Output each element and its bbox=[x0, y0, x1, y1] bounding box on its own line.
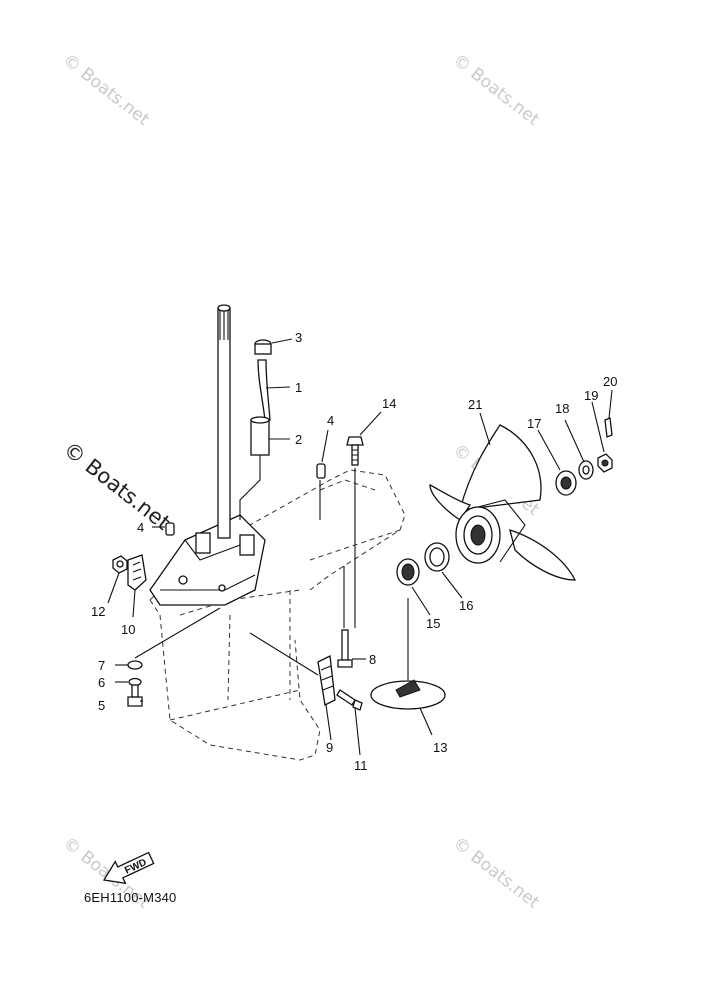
callout-14: 14 bbox=[382, 396, 396, 411]
svg-text:© Boats.net: © Boats.net bbox=[449, 833, 543, 913]
callout-16: 16 bbox=[459, 598, 473, 613]
callout-11: 11 bbox=[354, 758, 368, 773]
svg-text:© Boats.net: © Boats.net bbox=[59, 437, 175, 535]
watermark-top-right: © Boats.net bbox=[449, 50, 543, 130]
dowel-pins bbox=[165, 463, 326, 536]
propeller-21 bbox=[429, 424, 577, 581]
fwd-label: FWD bbox=[123, 857, 148, 877]
svg-text:© Boats.net: © Boats.net bbox=[59, 50, 153, 130]
callout-17: 17 bbox=[527, 416, 541, 431]
nut-19 bbox=[597, 453, 613, 473]
callout-10: 10 bbox=[121, 622, 135, 637]
callout-9: 9 bbox=[326, 740, 333, 755]
watermark-mid-left: © Boats.net bbox=[59, 437, 175, 535]
callout-18: 18 bbox=[555, 401, 569, 416]
callout-15: 15 bbox=[426, 616, 440, 631]
cotter-pin-20 bbox=[604, 417, 613, 438]
leader-lines bbox=[107, 338, 613, 756]
trim-tab-9 bbox=[317, 655, 336, 706]
callout-4a: 4 bbox=[327, 413, 334, 428]
drive-shaft bbox=[217, 304, 231, 539]
callout-13: 13 bbox=[433, 740, 447, 755]
bolt-5 bbox=[127, 684, 143, 707]
callout-6: 6 bbox=[98, 675, 105, 690]
water-tube bbox=[239, 339, 272, 520]
callout-8: 8 bbox=[369, 652, 376, 667]
callout-21: 21 bbox=[468, 397, 482, 412]
callout-5: 5 bbox=[98, 698, 105, 713]
callout-2: 2 bbox=[295, 432, 302, 447]
washer-18 bbox=[578, 460, 594, 480]
bolt-11 bbox=[336, 689, 363, 711]
callout-numbers: 1 2 3 4 4 5 6 7 8 9 10 11 12 13 14 15 16… bbox=[91, 330, 617, 773]
callout-3: 3 bbox=[295, 330, 302, 345]
anode-10 bbox=[127, 554, 147, 591]
thrust-washer-16 bbox=[424, 542, 450, 572]
bolt-8 bbox=[337, 629, 353, 668]
nut-12 bbox=[112, 555, 128, 574]
callout-19: 19 bbox=[584, 388, 598, 403]
watermark-top-left: © Boats.net bbox=[59, 50, 153, 130]
diagram-code: 6EH1100-M340 bbox=[84, 890, 177, 905]
lower-casing-outline bbox=[149, 469, 406, 761]
watermark-bottom-right: © Boats.net bbox=[449, 833, 543, 913]
spacer-17 bbox=[555, 470, 577, 496]
callout-7: 7 bbox=[98, 658, 105, 673]
callout-4b: 4 bbox=[137, 520, 144, 535]
callout-20: 20 bbox=[603, 374, 617, 389]
bolt-14 bbox=[346, 436, 364, 466]
washer-7 bbox=[127, 660, 143, 670]
svg-text:© Boats.net: © Boats.net bbox=[449, 50, 543, 130]
callout-1: 1 bbox=[295, 380, 302, 395]
spacer-15 bbox=[396, 558, 420, 586]
anode-plate-13 bbox=[370, 679, 446, 710]
callout-12: 12 bbox=[91, 604, 105, 619]
casing-upper-block bbox=[149, 514, 266, 606]
